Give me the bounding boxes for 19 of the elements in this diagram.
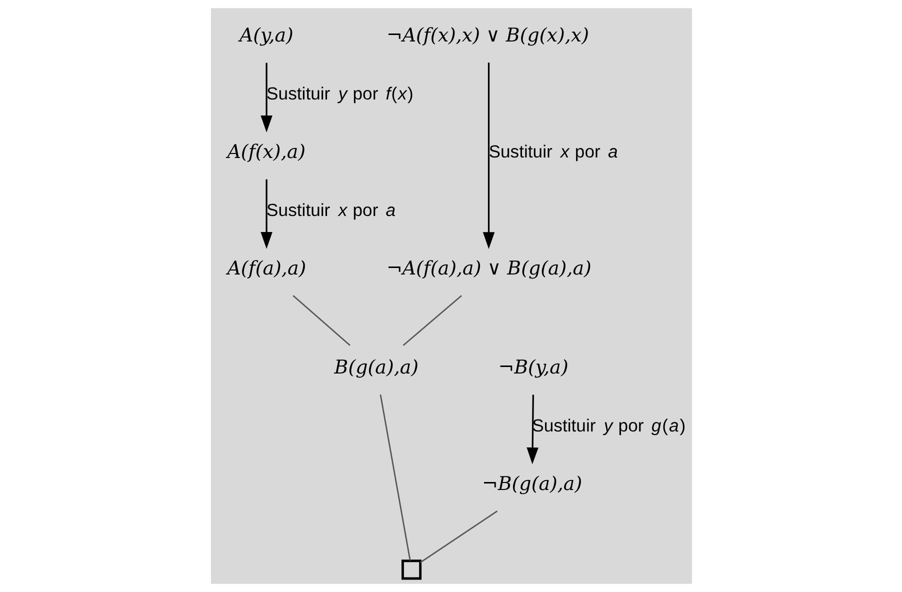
connector [420,510,498,563]
connector [292,295,350,346]
connector [402,295,462,346]
node-text: A(f(a),a) [226,258,306,280]
edge-label: Sustituir x por a [488,142,618,162]
node-text: A(y,a) [238,24,293,47]
arrow [260,62,272,132]
connector [379,394,410,561]
arrow [526,394,538,464]
node-text: ¬A(f(a),a) ∨ B(g(a),a) [386,258,591,280]
node-text: ¬B(y,a) [498,356,568,378]
arrow [482,62,494,249]
edge-label: Sustituir y por g(a) [532,415,686,436]
node-text: B(g(a),a) [334,356,418,378]
node-box [401,560,422,580]
node-text: A(f(x),a) [226,141,306,164]
arrow [260,179,272,249]
node-text: ¬B(g(a),a) [481,473,582,496]
node-text: ¬A(f(x),x) ∨ B(g(x),x) [386,24,588,47]
